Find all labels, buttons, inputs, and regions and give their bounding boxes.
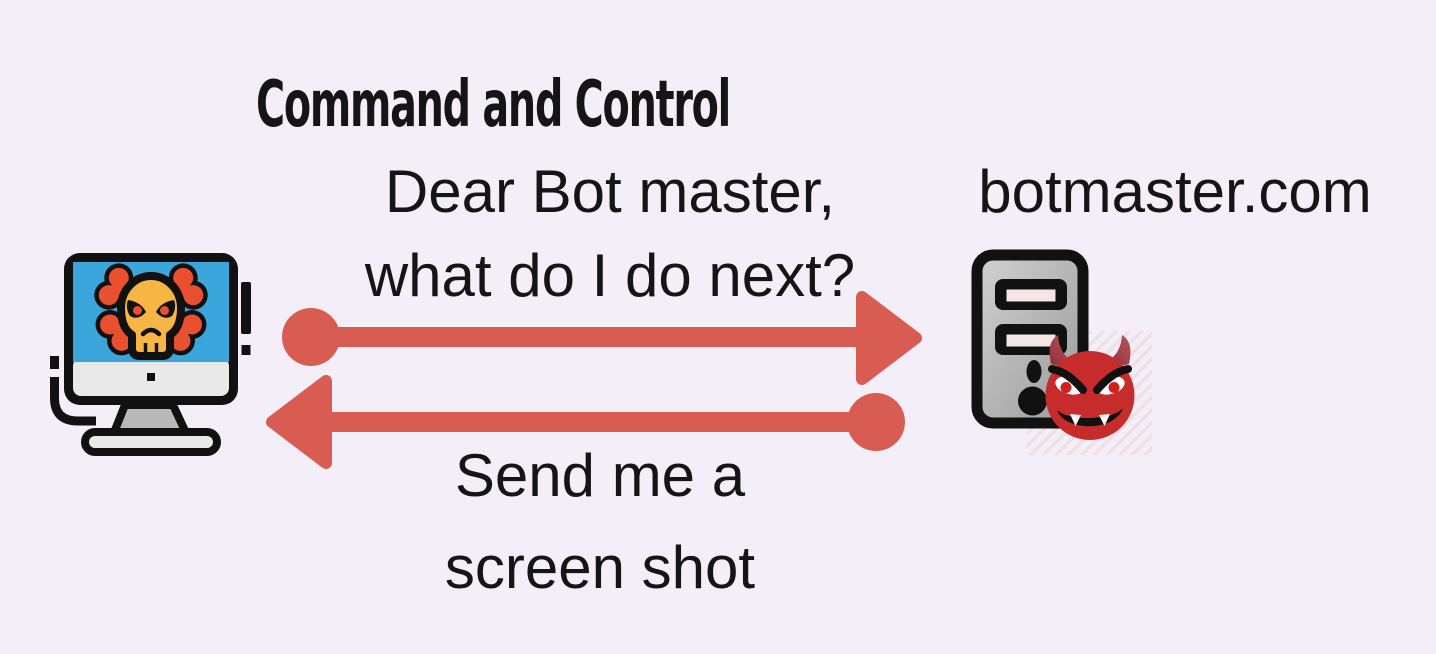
response-message-line1: Send me a [454, 442, 746, 509]
infected-computer-icon [50, 246, 251, 456]
request-message-line1: Dear Bot master, [384, 158, 836, 225]
devil-fangs [1070, 414, 1110, 426]
exclamation-mark-icon [241, 282, 251, 355]
response-arrow [266, 375, 905, 469]
response-arrow-head [266, 375, 332, 469]
devil-face-icon [1045, 335, 1135, 440]
monitor-base [81, 428, 221, 456]
response-message-line2: screen shot [444, 534, 756, 601]
request-arrow-head [856, 291, 922, 385]
drive-bay-1 [995, 279, 1067, 310]
monitor-camera-dot [147, 373, 155, 381]
devil-right-brow [1093, 365, 1132, 394]
diagram-title: Command and Control [256, 68, 731, 142]
request-arrow [282, 291, 922, 385]
response-arrow-tail-dot [847, 393, 905, 451]
devil-mouth [1057, 408, 1123, 427]
skull-icon [117, 272, 185, 360]
request-arrow-shaft [308, 327, 864, 347]
devil-face [1045, 351, 1135, 440]
server-domain-label: botmaster.com [978, 158, 1372, 225]
request-message-line2: what do I do next? [364, 242, 856, 309]
drive-bay-2 [995, 324, 1067, 355]
server-tower-icon [971, 249, 1152, 455]
response-message: Send me a screen shot [330, 430, 870, 614]
request-message: Dear Bot master, what do I do next? [335, 150, 885, 318]
power-button [1018, 386, 1047, 416]
response-arrow-shaft [322, 412, 876, 432]
skull-frown [140, 327, 162, 337]
power-cable-icon [50, 356, 96, 426]
devil-left-brow [1048, 365, 1087, 394]
power-led [1026, 360, 1042, 383]
skull-teeth [143, 343, 159, 355]
